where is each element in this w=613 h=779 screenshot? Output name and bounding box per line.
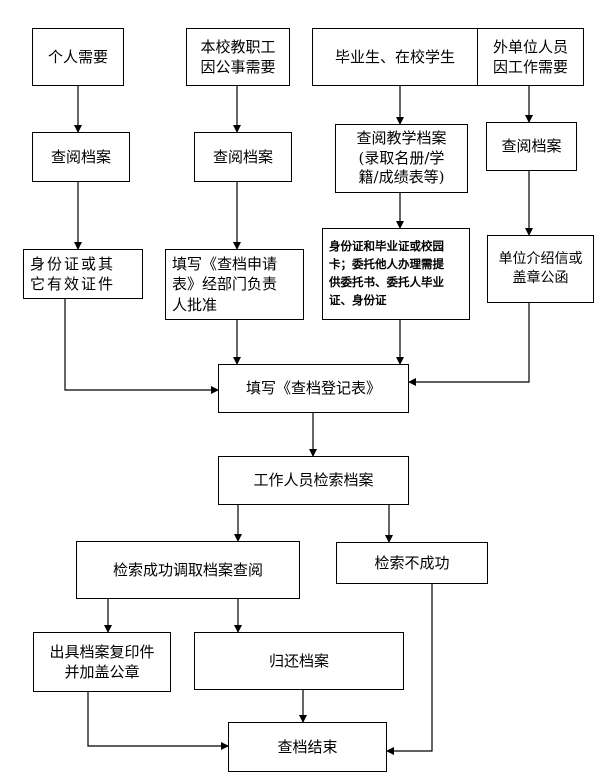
edge-copy-to-end — [87, 692, 229, 750]
node-view-students: 查阅教学档案 (录取名册/学 籍/成绩表等) — [335, 124, 468, 193]
node-student-docs: 身份证和毕业证或校园 卡；委托他人办理需提 供委托书、委托人毕业 证、身份证 — [322, 228, 470, 320]
node-end: 查档结束 — [228, 722, 387, 772]
node-personal: 个人需要 — [32, 28, 124, 86]
node-id-docs: 身份证或其 它有效证件 — [23, 249, 143, 299]
node-staff: 本校教职工 因公事需要 — [186, 28, 290, 86]
node-register: 填写《查档登记表》 — [218, 364, 409, 413]
node-apply-form: 填写《查档申请 表》经部门负责 人批准 — [165, 249, 304, 320]
node-students: 毕业生、在校学生 — [312, 28, 478, 86]
edge-fail-to-end — [386, 584, 433, 755]
edge-letter-to-register — [408, 303, 530, 386]
node-view-external: 查阅档案 — [486, 122, 577, 171]
node-external: 外单位人员 因工作需要 — [477, 28, 584, 86]
node-view-staff: 查阅档案 — [194, 132, 292, 182]
node-unit-letter: 单位介绍信或 盖章公函 — [487, 235, 594, 303]
node-fail: 检索不成功 — [336, 542, 488, 584]
node-copy-seal: 出具档案复印件 并加盖公章 — [33, 632, 171, 692]
node-return: 归还档案 — [194, 632, 404, 690]
node-view-personal: 查阅档案 — [32, 132, 130, 182]
node-success: 检索成功调取档案查阅 — [76, 541, 300, 599]
edge-id-to-register — [64, 299, 219, 394]
node-search: 工作人员检索档案 — [218, 456, 409, 505]
